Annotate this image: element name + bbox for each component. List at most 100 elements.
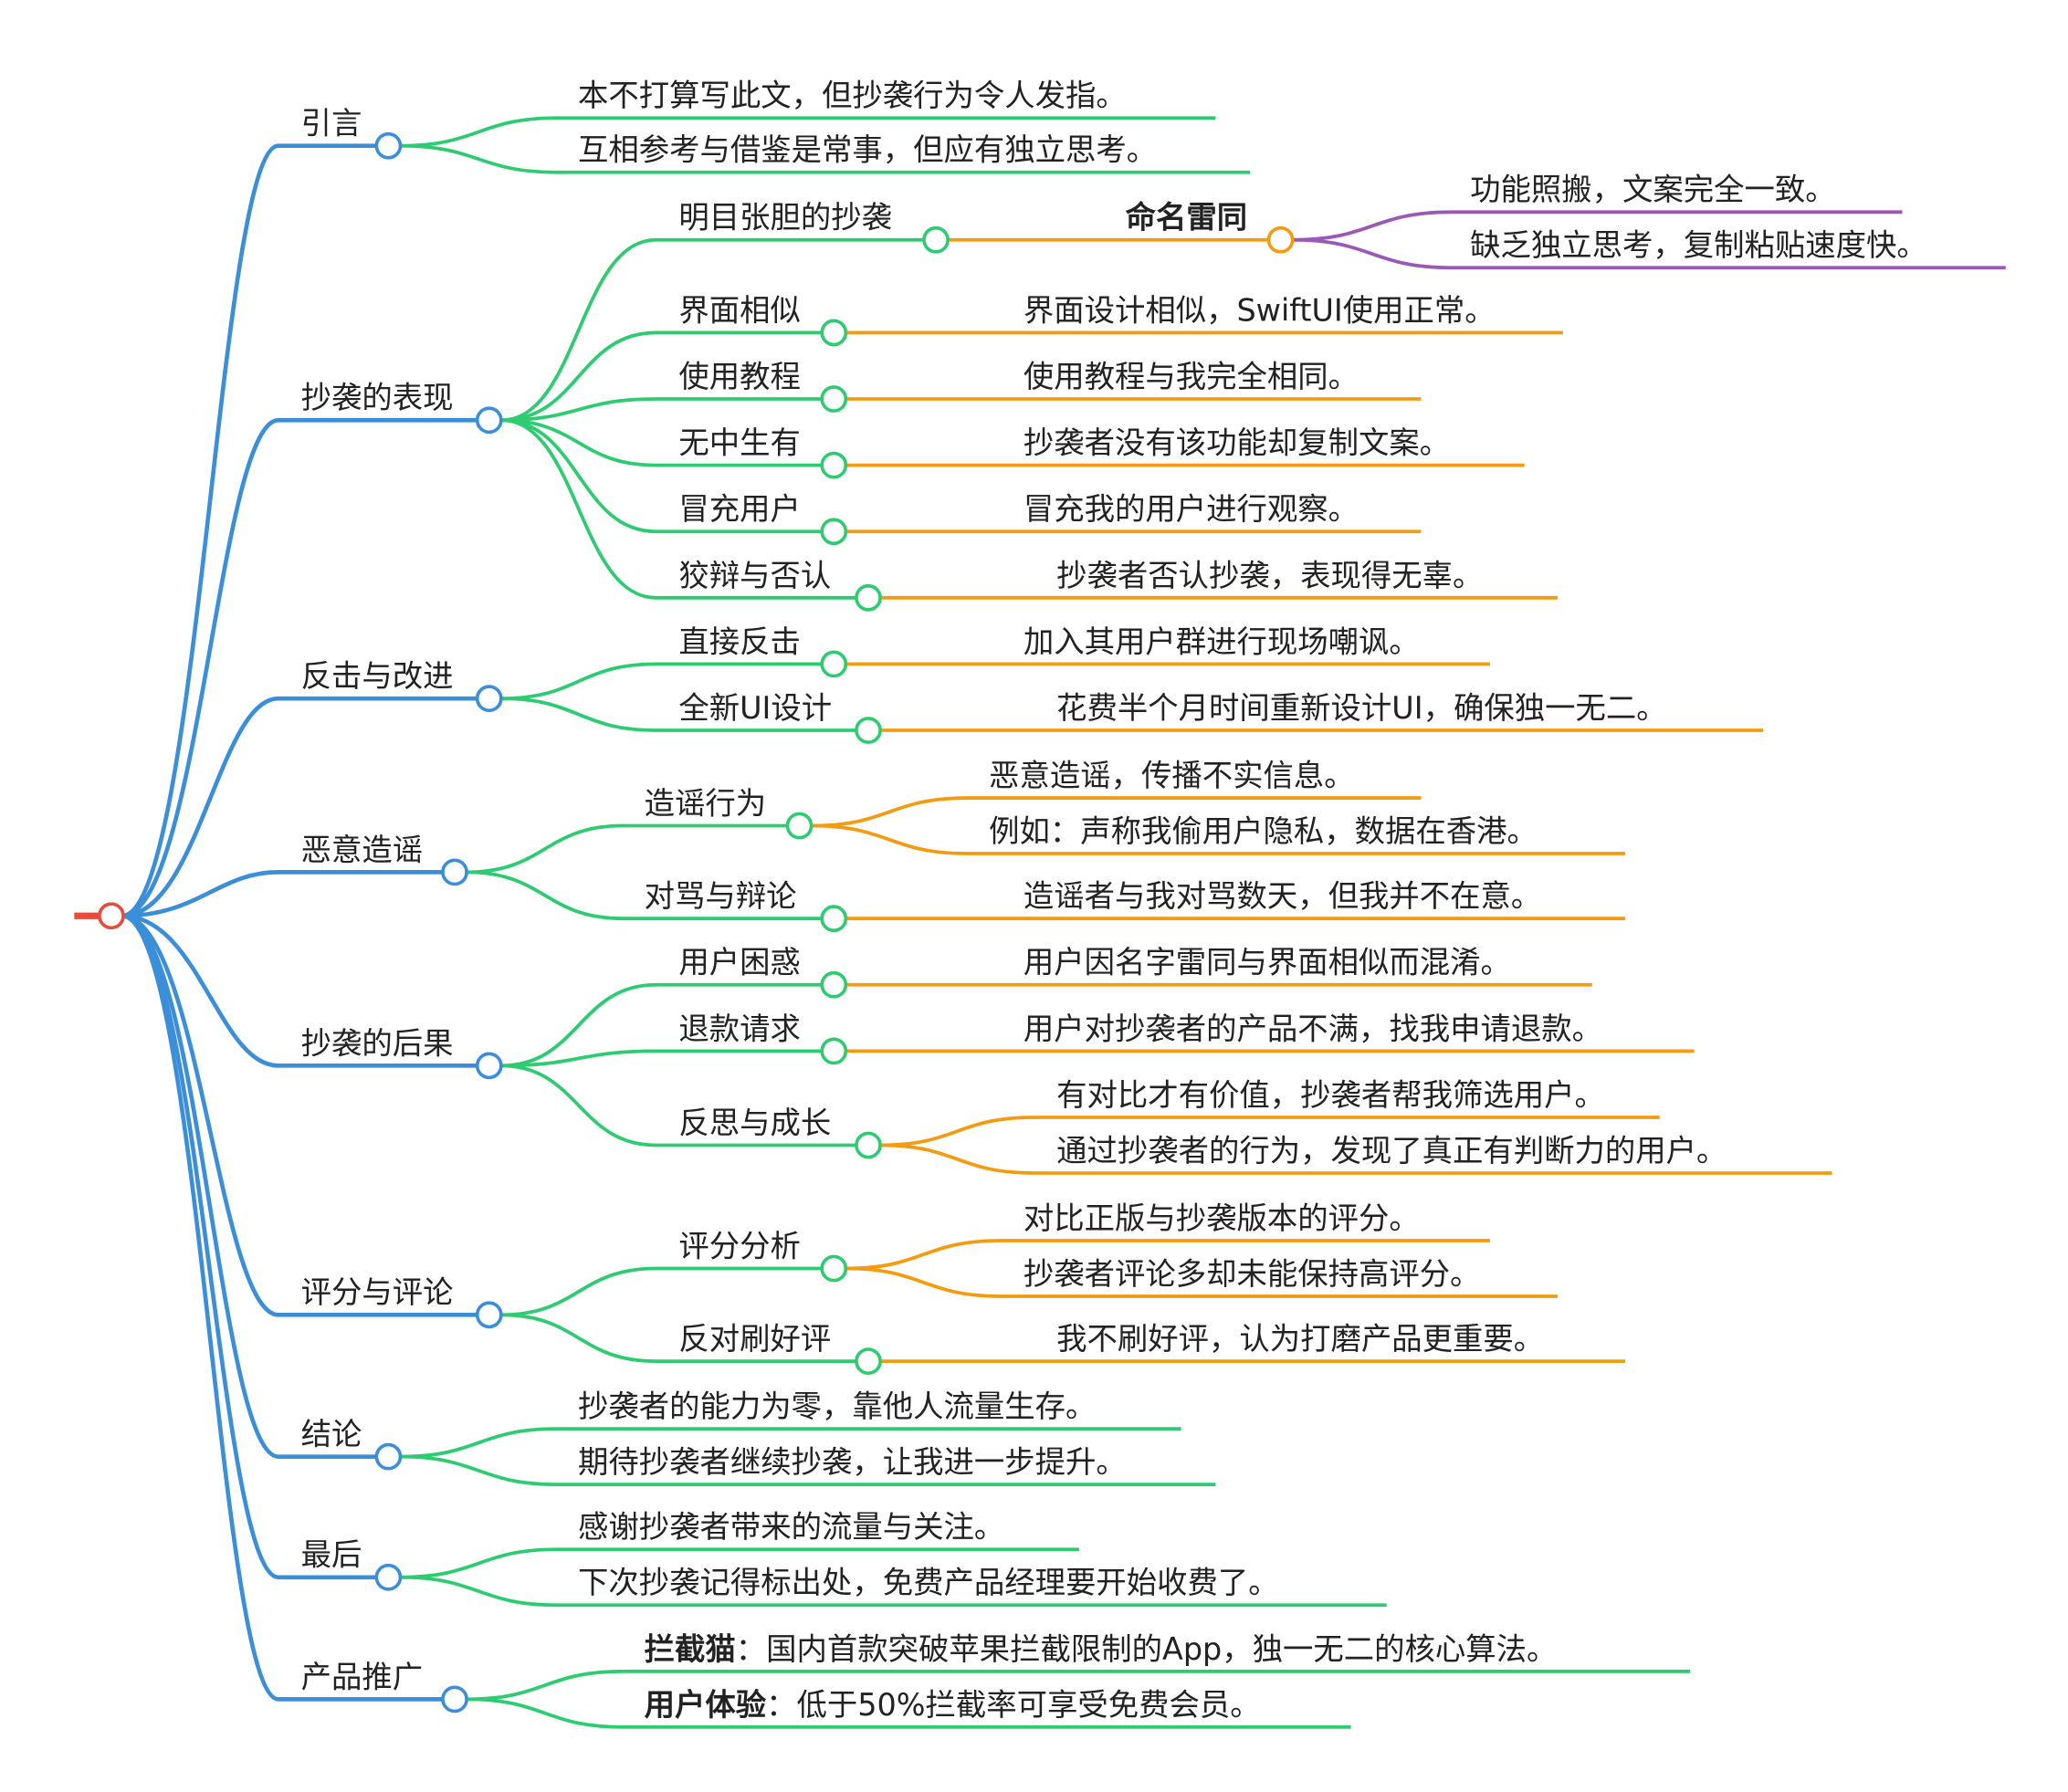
leaf-label[interactable]: 期待抄袭者继续抄袭，让我进一步提升。 bbox=[578, 1444, 1127, 1480]
collapse-toggle[interactable] bbox=[855, 1131, 882, 1159]
leaf-label[interactable]: 界面设计相似，SwiftUI使用正常。 bbox=[1024, 292, 1496, 328]
label-text: ：低于50%拦截率可享受免费会员。 bbox=[766, 1687, 1260, 1723]
leaf-label[interactable]: 功能照搬，文案完全一致。 bbox=[1470, 172, 1836, 207]
leaf-label[interactable]: 有对比才有价值，抄袭者帮我筛选用户。 bbox=[1056, 1077, 1605, 1113]
node-label[interactable]: 反思与成长 bbox=[678, 1105, 831, 1140]
branch-line bbox=[400, 143, 1251, 174]
leaf-label[interactable]: 抄袭者否认抄袭，表现得无辜。 bbox=[1056, 558, 1483, 593]
collapse-toggle[interactable] bbox=[475, 1052, 503, 1080]
collapse-toggle[interactable] bbox=[820, 1037, 848, 1065]
label-prefix: 拦截猫 bbox=[645, 1631, 736, 1667]
collapse-toggle[interactable] bbox=[374, 131, 403, 160]
branch-line bbox=[500, 697, 869, 732]
leaf-label[interactable]: 缺乏独立思考，复制粘贴速度快。 bbox=[1470, 227, 1927, 263]
leaf-label[interactable]: 用户因名字雷同与界面相似而混淆。 bbox=[1024, 945, 1511, 980]
node-label[interactable]: 冒充用户 bbox=[678, 491, 801, 527]
leaf-label[interactable]: 冒充我的用户进行观察。 bbox=[1024, 491, 1359, 527]
collapse-toggle[interactable] bbox=[475, 1301, 503, 1329]
collapse-toggle[interactable] bbox=[922, 225, 950, 254]
collapse-toggle[interactable] bbox=[441, 1685, 468, 1713]
node-label[interactable]: 退款请求 bbox=[678, 1011, 801, 1046]
leaf-label[interactable]: 通过抄袭者的行为，发现了真正有判断力的用户。 bbox=[1056, 1133, 1727, 1168]
collapse-toggle[interactable] bbox=[820, 970, 848, 999]
leaf-label[interactable]: 抄袭者没有该功能却复制文案。 bbox=[1024, 425, 1450, 461]
branch-line bbox=[1292, 237, 2006, 270]
branch-line bbox=[121, 696, 489, 918]
node-label[interactable]: 对骂与辩论 bbox=[645, 878, 797, 914]
leaf-label[interactable]: 用户对抄袭者的产品不满，找我申请退款。 bbox=[1024, 1011, 1602, 1046]
leaf-label[interactable]: 造谣者与我对骂数天，但我并不在意。 bbox=[1024, 878, 1541, 914]
node-label[interactable]: 产品推广 bbox=[301, 1659, 424, 1694]
node-label[interactable]: 结论 bbox=[301, 1417, 362, 1452]
branch-line bbox=[880, 1143, 1832, 1175]
node-label[interactable]: 直接反击 bbox=[678, 624, 801, 659]
leaf-label[interactable]: 对比正版与抄袭版本的评分。 bbox=[1024, 1200, 1420, 1236]
collapse-toggle[interactable] bbox=[475, 685, 503, 713]
node-label[interactable]: 评分分析 bbox=[678, 1228, 801, 1263]
leaf-label[interactable]: 使用教程与我完全相同。 bbox=[1024, 359, 1359, 394]
branch-line bbox=[1292, 210, 1903, 242]
collapse-toggle[interactable] bbox=[374, 1563, 403, 1591]
collapse-toggle[interactable] bbox=[820, 1254, 848, 1283]
leaf-label[interactable]: 加入其用户群进行现场嘲讽。 bbox=[1024, 624, 1420, 659]
collapse-toggle[interactable] bbox=[820, 905, 848, 933]
node-label[interactable]: 引言 bbox=[301, 106, 362, 141]
node-label[interactable]: 全新UI设计 bbox=[678, 690, 832, 726]
node-label[interactable]: 无中生有 bbox=[678, 425, 801, 461]
node-label[interactable]: 最后 bbox=[301, 1537, 362, 1573]
node-label[interactable]: 界面相似 bbox=[678, 292, 801, 328]
branch-line bbox=[121, 913, 389, 1580]
collapse-toggle[interactable] bbox=[820, 650, 848, 678]
root-node[interactable] bbox=[98, 902, 125, 930]
node-label[interactable]: 抄袭的表现 bbox=[301, 380, 454, 415]
branch-line bbox=[500, 418, 835, 534]
node-label[interactable]: 命名雷同 bbox=[1126, 200, 1248, 236]
node-label[interactable]: 明目张胆的抄袭 bbox=[678, 200, 892, 236]
node-label[interactable]: 抄袭的后果 bbox=[301, 1025, 454, 1061]
node-label[interactable]: 使用教程 bbox=[678, 359, 801, 394]
collapse-toggle[interactable] bbox=[820, 518, 848, 546]
leaf-label[interactable]: 抄袭者的能力为零，靠他人流量生存。 bbox=[578, 1389, 1096, 1424]
collapse-toggle[interactable] bbox=[374, 1442, 403, 1471]
collapse-toggle[interactable] bbox=[785, 812, 814, 840]
leaf-label[interactable]: 下次抄袭记得标出处，免费产品经理要开始收费了。 bbox=[578, 1565, 1279, 1600]
leaf-label[interactable]: 恶意造谣，传播不实信息。 bbox=[989, 758, 1355, 793]
leaf-label[interactable]: 用户体验：低于50%拦截率可享受免费会员。 bbox=[645, 1687, 1261, 1723]
leaf-label[interactable]: 感谢抄袭者带来的流量与关注。 bbox=[578, 1509, 1004, 1545]
collapse-toggle[interactable] bbox=[855, 583, 882, 612]
collapse-toggle[interactable] bbox=[855, 717, 882, 744]
leaf-label[interactable]: 花费半个月时间重新设计UI，确保独一无二。 bbox=[1056, 690, 1666, 726]
branch-line bbox=[500, 1049, 835, 1068]
branch-line bbox=[500, 1313, 869, 1364]
node-label[interactable]: 造谣行为 bbox=[645, 785, 767, 821]
leaf-label[interactable]: 拦截猫：国内首款突破苹果拦截限制的App，独一无二的核心算法。 bbox=[645, 1631, 1558, 1667]
leaf-label[interactable]: 例如：声称我偷用户隐私，数据在香港。 bbox=[989, 813, 1538, 849]
node-label[interactable]: 评分与评论 bbox=[301, 1274, 454, 1310]
collapse-toggle[interactable] bbox=[820, 319, 848, 347]
node-label[interactable]: 反对刷好评 bbox=[678, 1321, 831, 1357]
node-label[interactable]: 狡辩与否认 bbox=[678, 558, 831, 593]
collapse-toggle[interactable] bbox=[441, 858, 468, 886]
label-text: ：国内首款突破苹果拦截限制的App，独一无二的核心算法。 bbox=[736, 1631, 1558, 1667]
node-label[interactable]: 恶意造谣 bbox=[301, 832, 424, 867]
node-label[interactable]: 反击与改进 bbox=[301, 658, 454, 694]
leaf-label[interactable]: 我不刷好评，认为打磨产品更重要。 bbox=[1056, 1321, 1544, 1357]
collapse-toggle[interactable] bbox=[820, 451, 848, 479]
leaf-label[interactable]: 本不打算写此文，但抄袭行为令人发指。 bbox=[578, 78, 1127, 113]
branch-line bbox=[500, 397, 835, 423]
branch-line bbox=[121, 913, 456, 1702]
branch-line bbox=[400, 1575, 1387, 1608]
collapse-toggle[interactable] bbox=[1266, 225, 1295, 254]
branch-line bbox=[845, 1266, 1559, 1298]
node-handles bbox=[98, 131, 1295, 1713]
leaf-label[interactable]: 互相参考与借鉴是常事，但应有独立思考。 bbox=[578, 132, 1157, 168]
branch-line bbox=[467, 823, 800, 875]
collapse-toggle[interactable] bbox=[820, 385, 848, 413]
branch-line bbox=[500, 662, 835, 701]
branch-line bbox=[467, 870, 835, 921]
collapse-toggle[interactable] bbox=[855, 1347, 882, 1376]
collapse-toggle[interactable] bbox=[475, 406, 503, 435]
node-label[interactable]: 用户困惑 bbox=[678, 945, 801, 980]
leaf-label[interactable]: 抄袭者评论多却未能保持高评分。 bbox=[1024, 1256, 1481, 1292]
